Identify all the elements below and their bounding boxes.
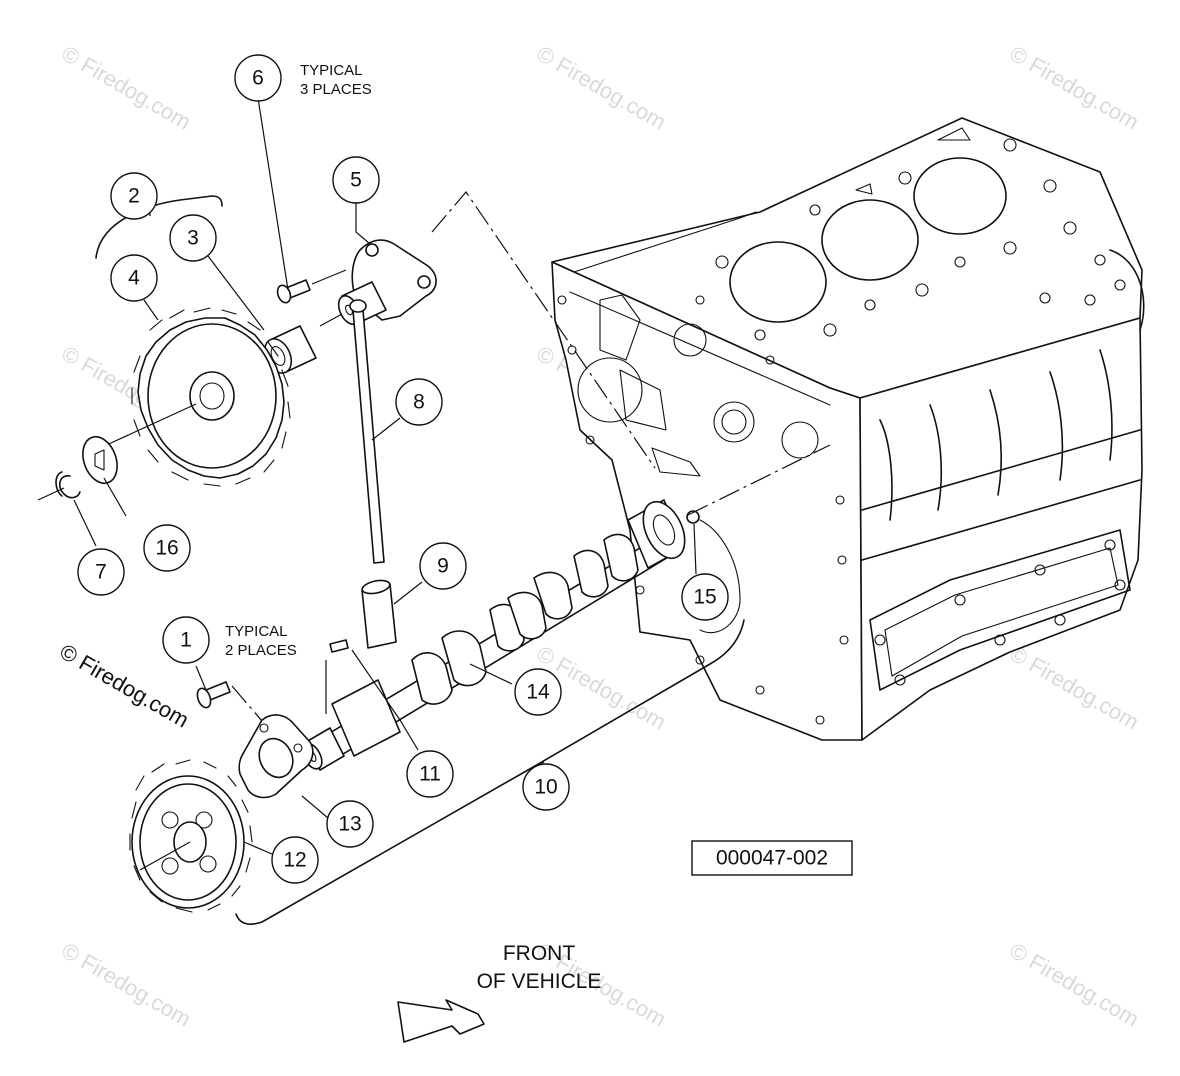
callout-11-label: 11 (419, 763, 441, 786)
watermark: © Firedog.com (1006, 41, 1144, 135)
leader-11 (351, 649, 419, 751)
callout-6: 6 (234, 54, 282, 102)
leader-7 (73, 499, 97, 547)
note-typical-2: TYPICAL 2 PLACES (225, 623, 297, 659)
front-direction-arrow-icon (397, 999, 485, 1043)
callout-6-label: 6 (252, 67, 264, 90)
callout-16-label: 16 (155, 537, 178, 560)
callout-2: 2 (110, 172, 158, 220)
drawing-number-box: 000047-002 (691, 840, 853, 876)
leader-4 (143, 299, 159, 321)
callout-5: 5 (332, 156, 380, 204)
callout-3: 3 (169, 214, 217, 262)
part-bracket (319, 239, 437, 327)
callout-1: 1 (162, 616, 210, 664)
part-cam-gear (129, 759, 253, 913)
note-typical-3: TYPICAL 3 PLACES (300, 62, 372, 98)
callout-2-label: 2 (128, 185, 140, 208)
part-thrust-plate (238, 714, 314, 799)
callout-13-label: 13 (338, 813, 361, 836)
part-idler-gear (99, 307, 291, 487)
leader-lines (73, 97, 697, 855)
callout-1-label: 1 (180, 629, 192, 652)
callout-8: 8 (395, 378, 443, 426)
watermark: © Firedog.com (58, 938, 196, 1032)
engine-block (551, 117, 1145, 741)
part-tappet (361, 579, 397, 649)
leader-8 (371, 417, 401, 441)
leader-15 (693, 523, 697, 575)
front-label-line1: FRONT (503, 942, 575, 965)
watermark: © Firedog.com (533, 41, 671, 135)
part-push-rod (349, 299, 385, 564)
callout-4: 4 (110, 254, 158, 302)
leader-6 (257, 97, 289, 291)
leader-5 (355, 202, 371, 245)
callout-9: 9 (419, 542, 467, 590)
front-label-line2: OF VEHICLE (477, 970, 602, 993)
watermark: © Firedog.com (1006, 938, 1144, 1032)
leader-9 (393, 581, 423, 605)
callout-15: 15 (681, 573, 729, 621)
callout-16: 16 (143, 524, 191, 572)
callout-9-label: 9 (437, 555, 449, 578)
callout-15-label: 15 (693, 586, 716, 609)
part-o-ring (686, 510, 700, 524)
callout-14: 14 (514, 668, 562, 716)
callout-3-label: 3 (187, 227, 199, 250)
note-typical-3-line2: 3 PLACES (300, 81, 372, 98)
callout-10-label: 10 (534, 776, 557, 799)
front-of-vehicle: FRONT OF VEHICLE (397, 942, 602, 1043)
watermark: © Firedog.com (58, 41, 196, 135)
part-key (325, 639, 349, 714)
callout-5-label: 5 (350, 169, 362, 192)
callout-12: 12 (271, 836, 319, 884)
leader-13 (301, 795, 329, 819)
part-bolt-6 (276, 269, 347, 304)
leader-12 (243, 841, 273, 855)
callout-14-label: 14 (526, 681, 550, 704)
leader-3 (207, 255, 265, 331)
callouts: 1 2 3 4 5 6 7 8 (77, 54, 729, 884)
leader-16 (103, 477, 127, 517)
callout-8-label: 8 (413, 391, 425, 414)
callout-10: 10 (522, 763, 570, 811)
note-typical-3-line1: TYPICAL (300, 62, 363, 79)
callout-11: 11 (406, 750, 454, 798)
callout-13: 13 (326, 800, 374, 848)
part-thrust-washer (82, 435, 118, 485)
callout-12-label: 12 (283, 849, 306, 872)
callout-4-label: 4 (128, 267, 140, 290)
alignment-lines (431, 191, 831, 516)
note-typical-2-line1: TYPICAL (225, 623, 288, 640)
watermark: © Firedog.com (1006, 641, 1144, 735)
callout-7: 7 (77, 548, 125, 596)
leader-14 (469, 663, 513, 685)
drawing-number: 000047-002 (716, 847, 828, 870)
part-snap-ring (37, 471, 81, 501)
leader-1 (195, 665, 207, 691)
callout-7-label: 7 (95, 561, 107, 584)
note-typical-2-line2: 2 PLACES (225, 642, 297, 659)
